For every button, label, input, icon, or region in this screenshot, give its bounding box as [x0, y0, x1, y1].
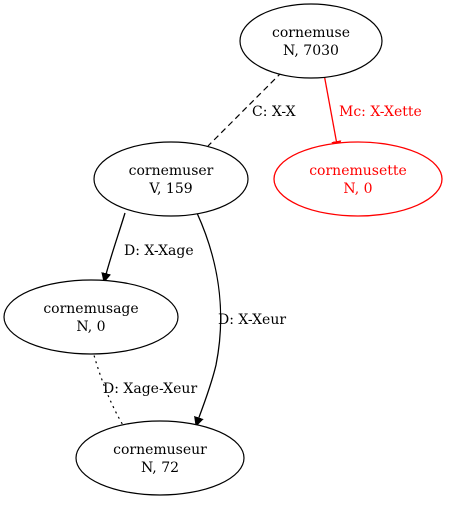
edge-label-d-x-xage: D: X-Xage	[124, 243, 194, 259]
node-info: V, 159	[148, 181, 192, 197]
node-shape	[239, 3, 383, 79]
node-info: N, 0	[343, 181, 372, 197]
edge-line	[323, 73, 342, 151]
edge-cornemuse-cornemusette: Mc: X-Xette	[323, 73, 422, 151]
node-cornemuseur[interactable]: cornemuseur N, 72	[75, 420, 245, 496]
node-shape	[3, 279, 179, 355]
edge-line	[207, 71, 283, 147]
node-cornemusage[interactable]: cornemusage N, 0	[3, 279, 179, 355]
edge-label-d-xage-xeur: D: Xage-Xeur	[103, 381, 197, 397]
edge-label-d-x-xeur: D: X-Xeur	[218, 312, 286, 328]
edge-line	[101, 212, 126, 283]
node-name: cornemuse	[272, 25, 350, 41]
edge-cornemuser-cornemusage: D: X-Xage	[101, 212, 194, 283]
edge-label-c-x-x: C: X-X	[252, 104, 296, 120]
node-info: N, 72	[141, 460, 179, 476]
node-shape	[273, 141, 443, 217]
node-name: cornemuser	[129, 163, 214, 179]
edge-cornemusage-cornemuseur: D: Xage-Xeur	[90, 343, 197, 431]
node-name: cornemusette	[309, 163, 407, 179]
edge-line	[90, 343, 127, 431]
node-shape	[75, 420, 245, 496]
node-cornemuser[interactable]: cornemuser V, 159	[93, 141, 249, 217]
edge-label-mc-x-xette: Mc: X-Xette	[339, 104, 422, 120]
edge-cornemuser-cornemuseur: D: X-Xeur	[194, 212, 286, 427]
node-cornemusette[interactable]: cornemusette N, 0	[273, 141, 443, 217]
node-cornemuse[interactable]: cornemuse N, 7030	[239, 3, 383, 79]
node-name: cornemusage	[43, 301, 138, 317]
node-name: cornemuseur	[113, 442, 207, 458]
edge-line	[194, 212, 222, 427]
node-info: N, 0	[76, 319, 105, 335]
node-shape	[93, 141, 249, 217]
edge-cornemuse-cornemuser: C: X-X	[207, 71, 296, 147]
node-info: N, 7030	[283, 43, 339, 59]
